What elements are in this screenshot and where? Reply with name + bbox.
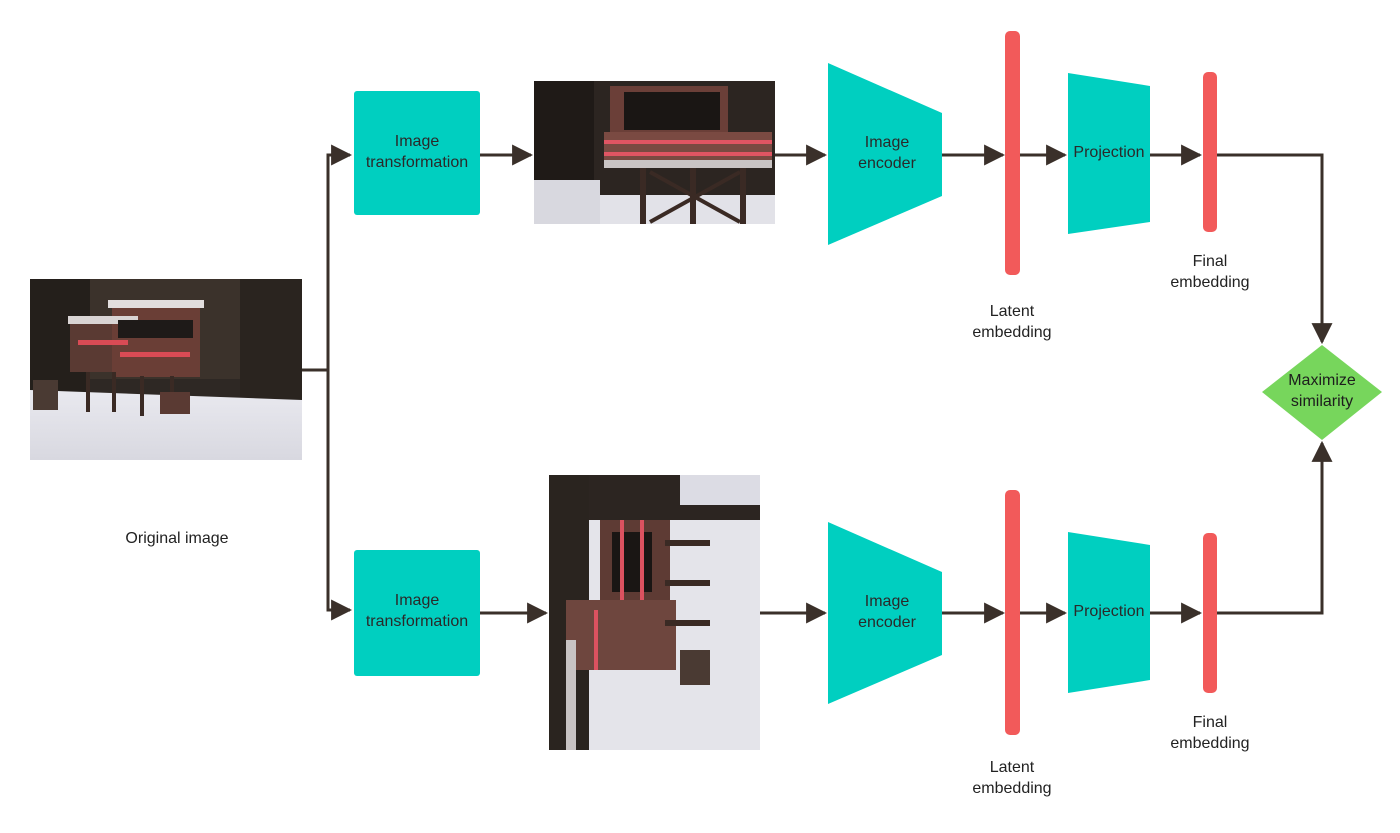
bottom-image-encoder: Image encoder <box>828 522 942 704</box>
bottom-projection-label: Projection <box>1073 603 1144 620</box>
top-transform-label-line2: transformation <box>366 154 468 171</box>
top-latent-label-line2: embedding <box>972 324 1051 341</box>
top-latent-embedding-bar <box>1005 31 1020 275</box>
bottom-latent-embedding-bar <box>1005 490 1020 735</box>
bottom-encoder-label-line1: Image <box>865 593 910 610</box>
top-final-label-line2: embedding <box>1170 274 1249 291</box>
top-encoder-label-line2: encoder <box>858 155 916 172</box>
top-latent-label-line1: Latent <box>990 303 1035 320</box>
original-image-label: Original image <box>125 530 228 547</box>
objective-label-line2: similarity <box>1291 393 1353 410</box>
top-final-label-line1: Final <box>1193 253 1228 270</box>
bottom-transform-label-line1: Image <box>395 592 440 609</box>
bottom-projection-head: Projection <box>1068 532 1150 693</box>
maximize-similarity-diamond: Maximize similarity <box>1262 345 1382 440</box>
top-image-encoder: Image encoder <box>828 63 942 245</box>
top-transform-box: Image transformation <box>354 91 480 215</box>
bottom-transform-box: Image transformation <box>354 550 480 676</box>
original-image <box>30 279 302 460</box>
top-projection-head: Projection <box>1068 73 1150 234</box>
top-projection-label: Projection <box>1073 144 1144 161</box>
objective-label-line1: Maximize <box>1288 372 1356 389</box>
bottom-latent-label-line1: Latent <box>990 759 1035 776</box>
bottom-transformed-image <box>549 475 760 750</box>
bottom-encoder-label-line2: encoder <box>858 614 916 631</box>
top-transformed-image <box>534 81 775 224</box>
top-final-embedding-bar <box>1203 72 1217 232</box>
top-encoder-label-line1: Image <box>865 134 910 151</box>
connector-lines <box>302 144 1333 624</box>
bottom-final-embedding-bar <box>1203 533 1217 693</box>
top-transform-label-line1: Image <box>395 133 440 150</box>
bottom-final-label-line2: embedding <box>1170 735 1249 752</box>
bottom-final-label-line1: Final <box>1193 714 1228 731</box>
bottom-transform-label-line2: transformation <box>366 613 468 630</box>
bottom-latent-label-line2: embedding <box>972 780 1051 797</box>
